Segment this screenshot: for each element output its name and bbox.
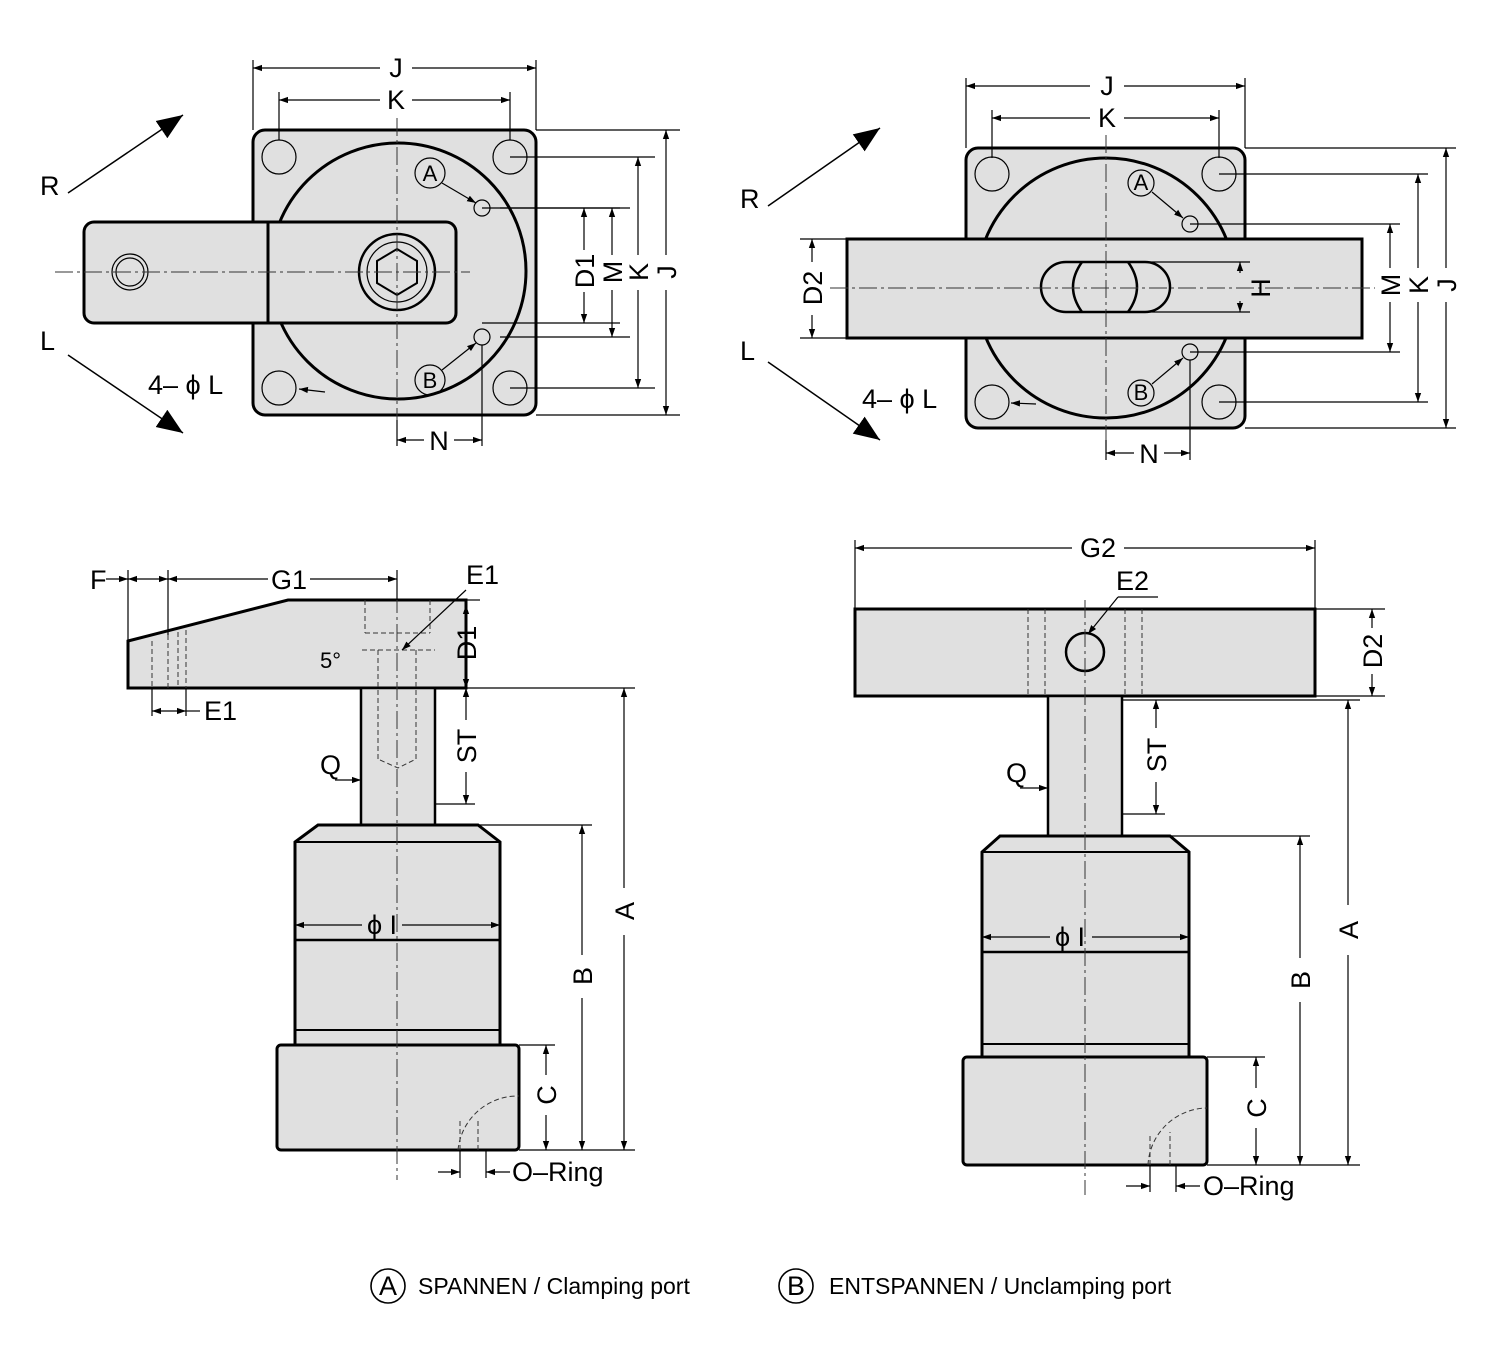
angle-label: 5° (320, 648, 341, 673)
dim-F-label: F (90, 565, 107, 595)
hole-callout2-label: 4– ϕ L (862, 384, 937, 414)
side-view-double-arm: G2 E2 D2 ST Q ϕ I A B C (853, 533, 1388, 1201)
side-view-lever-arm: F G1 E1 5° E1 D1 ST Q ϕ I A (90, 560, 640, 1187)
dim-M2-label: M (1376, 274, 1406, 297)
rotation-R-label: R (40, 171, 60, 201)
dim-A2-label: A (1334, 921, 1364, 939)
dim-B2-label: B (1286, 971, 1316, 989)
legend: A SPANNEN / Clamping port B ENTSPANNEN /… (370, 1268, 1172, 1304)
dim-Q2-label: Q (1006, 758, 1027, 788)
dim-J-label: J (389, 53, 403, 83)
dim-J-vertical-label: J (652, 265, 682, 279)
rotation-L-label: L (40, 326, 55, 356)
dim-D2-side-label: D2 (1358, 634, 1388, 669)
dim-J2-vertical-label: J (1432, 278, 1462, 292)
dim-B-label: B (568, 967, 598, 985)
legend-b-symbol: B (787, 1271, 805, 1301)
top-view-double-arm: J K D2 H M K J N A (740, 71, 1462, 469)
dim-E1-bottom-label: E1 (204, 696, 237, 726)
dim-D1-label: D1 (570, 254, 600, 289)
rotation-L2-label: L (740, 336, 755, 366)
o-ring2-label: O–Ring (1203, 1171, 1295, 1201)
dim-M-label: M (598, 261, 628, 284)
dim-C-label: C (532, 1085, 562, 1105)
dim-G2-label: G2 (1080, 533, 1116, 563)
dim-K-vertical-label: K (624, 263, 654, 281)
legend-a-symbol: A (379, 1271, 397, 1301)
dim-N-label: N (429, 426, 449, 456)
o-ring-label: O–Ring (512, 1157, 604, 1187)
dim-G1-label: G1 (271, 565, 307, 595)
dim-K-label: K (387, 85, 405, 115)
dim-E1-top-label: E1 (466, 560, 499, 590)
hole-callout-label: 4– ϕ L (148, 370, 223, 400)
dim-phi-I2-label: ϕ I (1055, 922, 1085, 952)
dim-K2-label: K (1098, 103, 1116, 133)
legend-a-text: SPANNEN / Clamping port (418, 1273, 690, 1299)
dim-J2-label: J (1100, 71, 1114, 101)
rotation-R2-label: R (740, 184, 760, 214)
port-B-symbol: B (423, 368, 438, 393)
dim-D2-top-label: D2 (798, 271, 828, 306)
dim-ST-label: ST (452, 729, 482, 764)
port-A-symbol: A (423, 161, 438, 186)
dim-E2-label: E2 (1116, 566, 1149, 596)
dim-A-label: A (610, 902, 640, 920)
dim-N2-label: N (1139, 439, 1159, 469)
top-view-lever-arm: J K D1 M K J N A B 4– ϕ L (40, 53, 682, 456)
dim-K2-vertical-label: K (1404, 276, 1434, 294)
dim-phi-I-label: ϕ I (367, 910, 397, 940)
dim-Q-label: Q (320, 750, 341, 780)
port-B2-symbol: B (1134, 380, 1149, 405)
dim-H-label: H (1246, 278, 1276, 298)
legend-b-text: ENTSPANNEN / Unclamping port (829, 1273, 1172, 1299)
port-A2-symbol: A (1134, 170, 1149, 195)
dim-ST2-label: ST (1142, 738, 1172, 773)
dim-D1-side-label: D1 (452, 626, 482, 661)
dim-C2-label: C (1242, 1098, 1272, 1118)
